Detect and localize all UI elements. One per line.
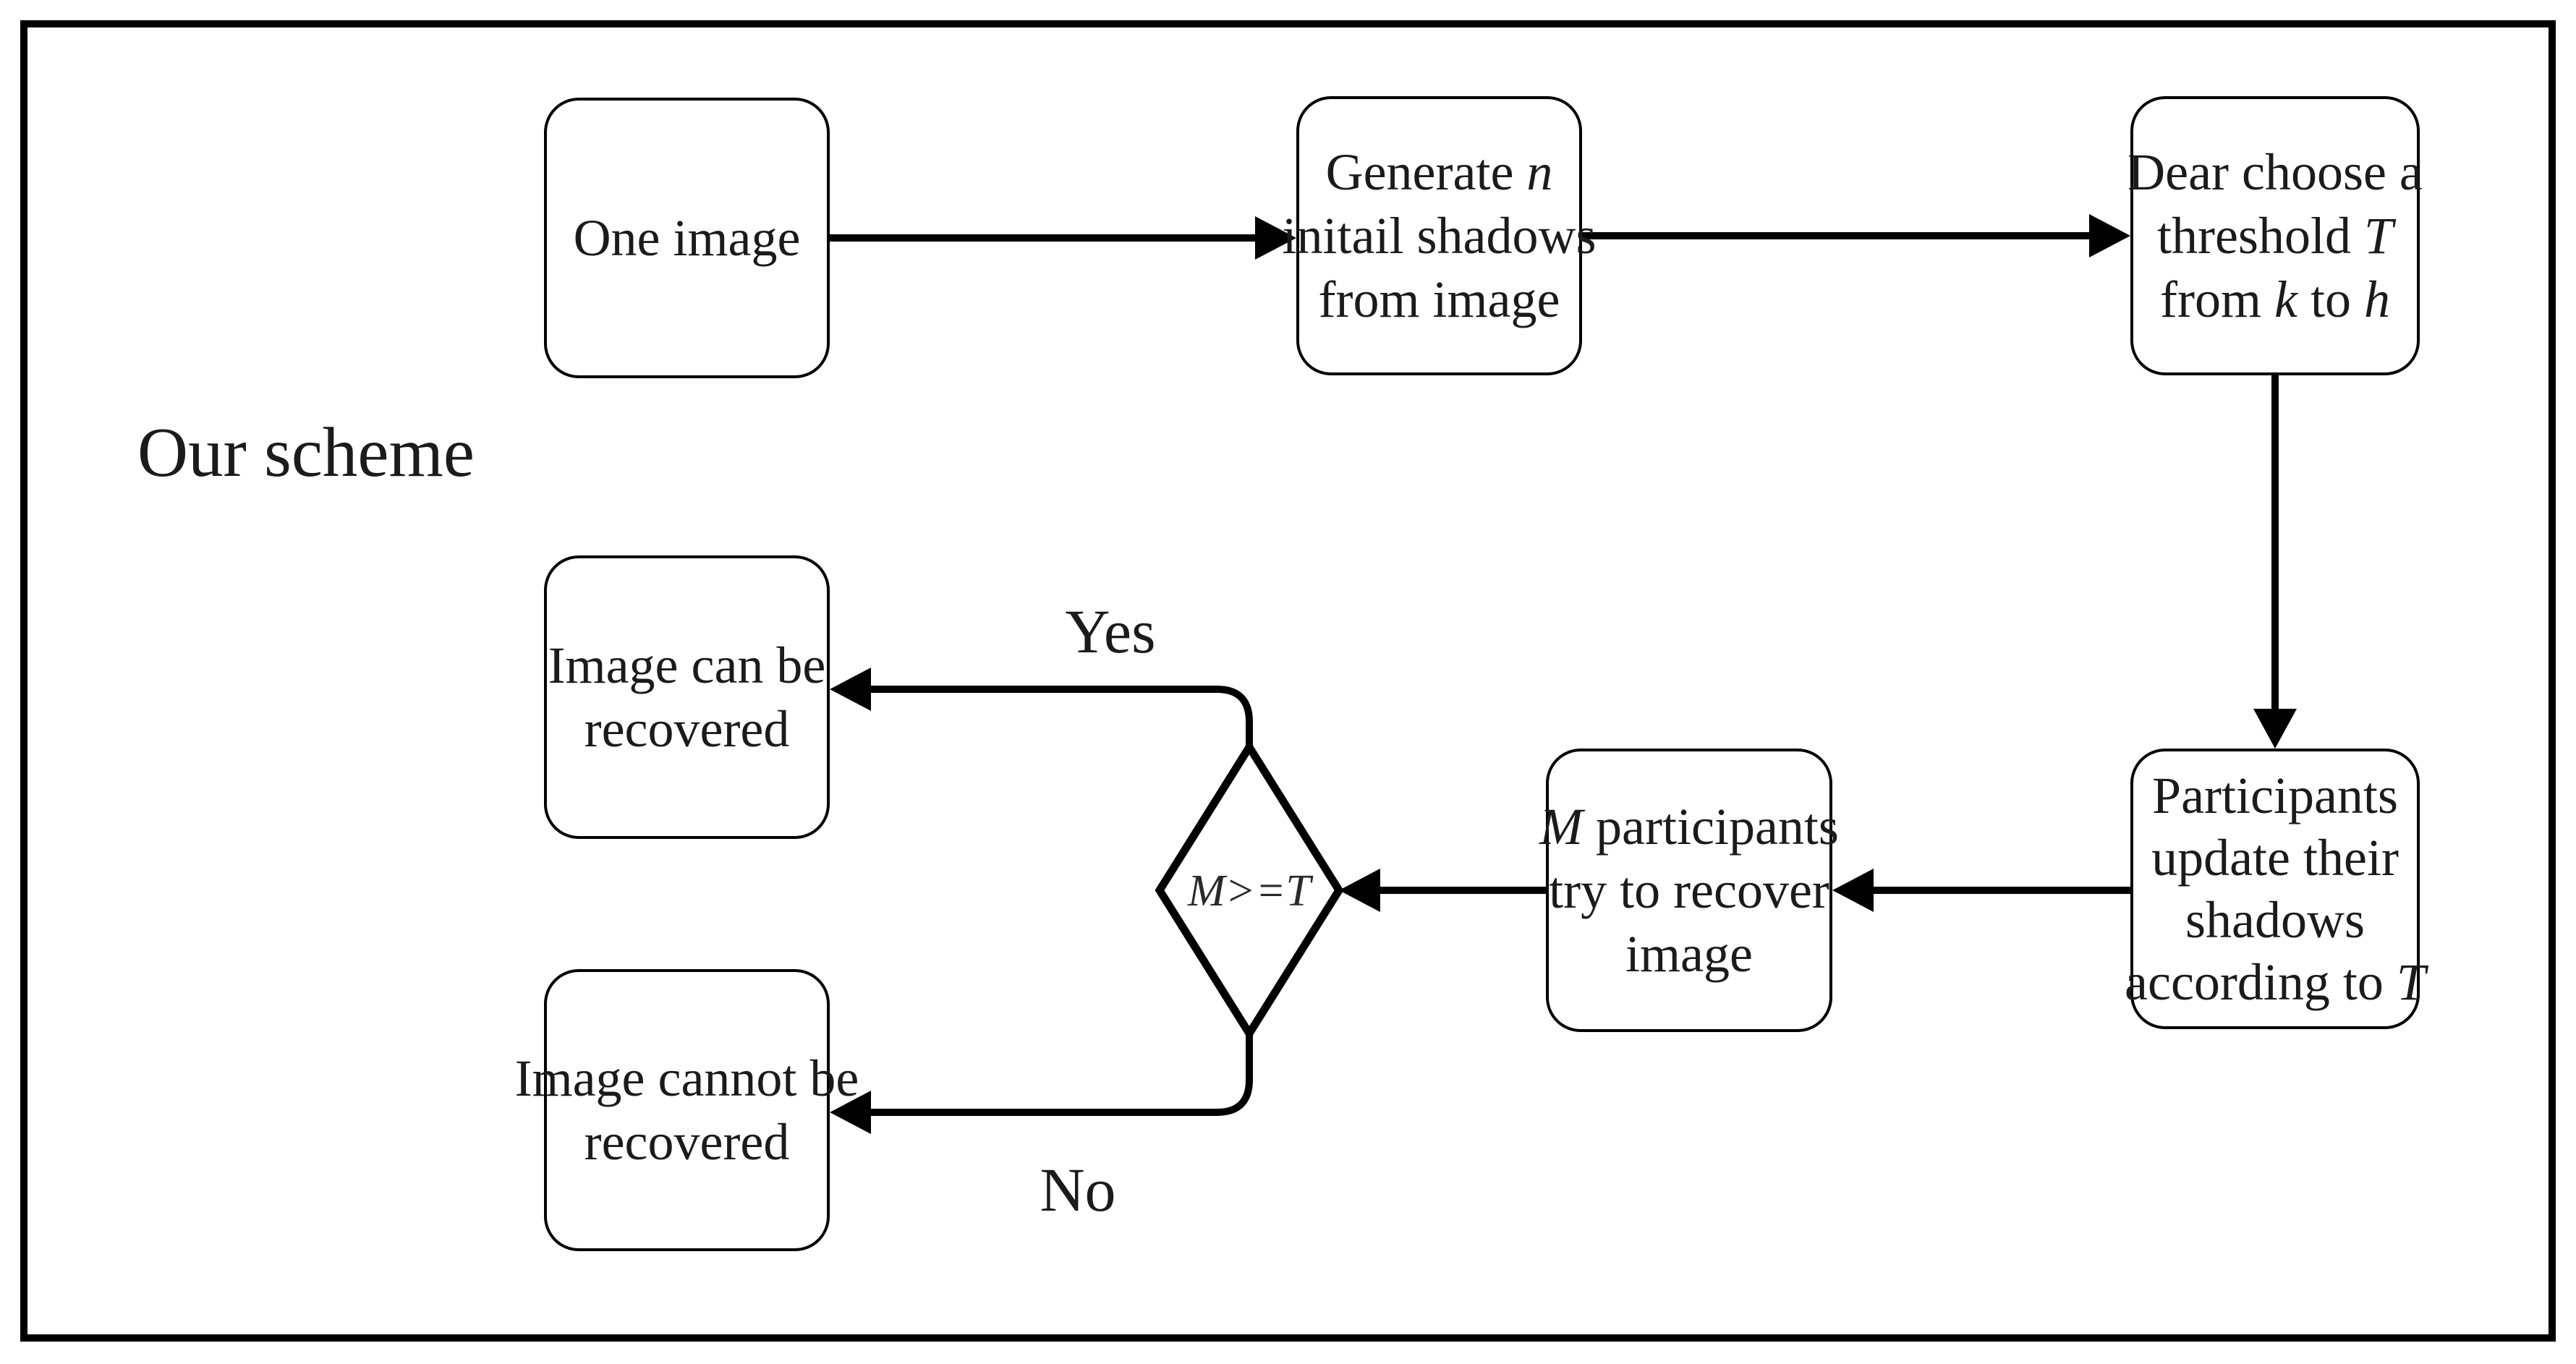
- node-update-shadows: Participants update their shadows accord…: [2125, 749, 2426, 1029]
- node-mparticipants-line2: try to recover: [1549, 861, 1829, 919]
- yes-path: [868, 686, 1253, 747]
- node-one-image-line1: One image: [573, 209, 801, 267]
- node-update-line1: Participants: [2152, 767, 2398, 824]
- arrowhead-down-update: [2253, 709, 2297, 749]
- node-mparticipants-line3: image: [1625, 925, 1753, 983]
- node-update-line2: update their: [2151, 829, 2399, 887]
- node-one-image: One image: [544, 98, 830, 378]
- arrowhead-left-recovered: [830, 668, 871, 711]
- arrowhead-right-threshold: [2089, 214, 2130, 257]
- decision-condition-label: M>=T: [1188, 866, 1311, 916]
- node-generate-line3: from image: [1318, 270, 1560, 328]
- node-recovered-line1: Image can be: [548, 636, 826, 694]
- node-mparticipants-line1: M participants: [1539, 798, 1839, 856]
- decision-diamond: [1155, 739, 1344, 1041]
- node-threshold-line3: from k to h: [2160, 270, 2390, 328]
- node-generate-line2: initail shadows: [1282, 207, 1597, 265]
- node-image-recovered: Image can be recovered: [544, 555, 830, 839]
- arrowhead-left-decision: [1339, 869, 1380, 912]
- yes-branch-label: Yes: [1065, 597, 1156, 666]
- node-update-line3: shadows: [2185, 891, 2365, 949]
- arrowhead-left-mparticipants: [1832, 869, 1874, 912]
- figure-border-frame: [20, 20, 2556, 1342]
- node-not-recovered-line2: recovered: [584, 1113, 790, 1171]
- node-threshold-line2: threshold T: [2156, 207, 2393, 265]
- node-generate-shadows: Generate n initail shadows from image: [1283, 96, 1596, 375]
- node-image-not-recovered: Image cannot be recovered: [515, 969, 859, 1251]
- arrowhead-left-not-recovered: [830, 1091, 871, 1134]
- node-choose-threshold: Dear choose a threshold T from k to h: [2127, 96, 2423, 375]
- node-recovered-line2: recovered: [584, 700, 790, 758]
- node-generate-line1: Generate n: [1325, 143, 1553, 201]
- no-path: [868, 1033, 1253, 1116]
- node-not-recovered-line1: Image cannot be: [514, 1049, 859, 1107]
- node-update-line4: according to T: [2125, 953, 2426, 1011]
- node-threshold-line1: Dear choose a: [2127, 143, 2423, 201]
- node-m-participants: M participants try to recover image: [1539, 749, 1839, 1032]
- arrowhead-right-generate: [1255, 216, 1296, 260]
- scheme-title: Our scheme: [137, 414, 475, 491]
- no-branch-label: No: [1040, 1155, 1116, 1224]
